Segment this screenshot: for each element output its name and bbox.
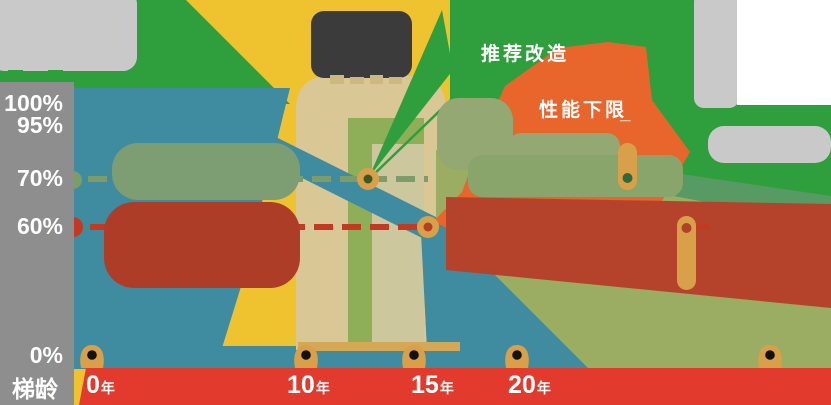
x-tick-20y-num: 20: [508, 371, 536, 399]
x-tick-0y: 0 年: [86, 372, 115, 398]
marker-year-30plus: [758, 345, 782, 368]
y-axis-panel: [0, 82, 74, 405]
elevator-door-panel: [372, 144, 424, 350]
marker-year-10: [294, 345, 318, 368]
brick-red-band-right: [446, 197, 831, 308]
redacted-band-label-red: [104, 202, 300, 288]
marker-70pct-crossing: [357, 168, 379, 190]
y-label-0: 0%: [29, 342, 63, 368]
x-tick-10y-unit: 年: [315, 380, 330, 396]
year-markers: [80, 345, 782, 368]
x-tick-20y-unit: 年: [536, 380, 551, 396]
column-baseline: [298, 342, 460, 351]
marker-year-0: [80, 345, 104, 368]
redacted-title-top-left: [0, 0, 137, 80]
x-tick-15y-num: 15: [411, 371, 439, 399]
y-label-95: 95%: [16, 112, 63, 138]
y-label-100: 100%: [4, 90, 63, 116]
x-tick-15y: 15 年: [411, 372, 454, 398]
redacted-caption-top-right: [686, 0, 831, 169]
marker-year-15: [402, 345, 426, 368]
marker-60pct-crossing: [417, 216, 439, 238]
y-label-70: 70%: [16, 165, 63, 191]
marker-year-20: [505, 345, 529, 368]
x-tick-10y-num: 10: [287, 371, 315, 399]
redacted-title-center: [311, 11, 412, 84]
x-tick-20y: 20 年: [508, 372, 551, 398]
x-tick-0y-unit: 年: [100, 380, 115, 396]
y-label-60: 60%: [16, 213, 63, 239]
performance-lower-limit-label: 性能下限: [539, 100, 628, 121]
x-tick-10y: 10 年: [287, 372, 330, 398]
marker-pill-60pct-right: [677, 216, 696, 290]
x-axis-title: 梯龄: [12, 376, 58, 402]
performance-lower-limit-pointer: _: [620, 103, 634, 124]
x-tick-15y-unit: 年: [439, 380, 454, 396]
x-axis-bar: [79, 368, 831, 405]
redacted-band-label-sage: [112, 143, 300, 200]
recommend-renovation-label: 推荐改造: [481, 44, 570, 65]
marker-pill-70pct-right: [618, 143, 637, 190]
x-tick-0y-num: 0: [86, 371, 100, 399]
elevator-door-olive-bar: [348, 118, 372, 350]
